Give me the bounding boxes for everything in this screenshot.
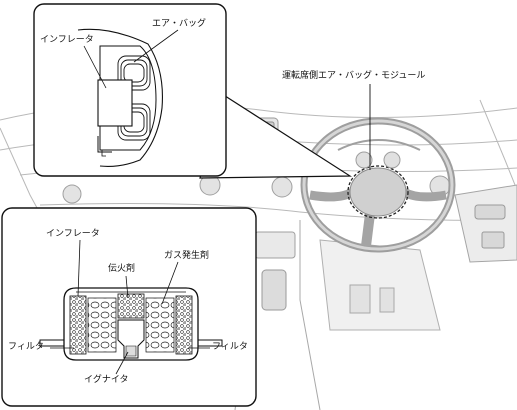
transfer-charge bbox=[117, 293, 145, 319]
leader-airbag-top bbox=[133, 29, 179, 63]
leader-transfer-charge bbox=[125, 275, 129, 299]
label-igniter: イグナイタ bbox=[84, 375, 129, 385]
bottom-detail-box bbox=[1, 207, 257, 407]
leader-igniter bbox=[115, 351, 129, 375]
label-gas-generant: ガス発生剤 bbox=[164, 251, 210, 261]
top-detail-box bbox=[33, 3, 353, 179]
label-inflator-top: インフレータ bbox=[40, 35, 94, 45]
igniter-body bbox=[117, 319, 145, 359]
leader-gas-generant bbox=[161, 261, 179, 305]
label-filter-right: フィルタ bbox=[212, 342, 248, 352]
gas-generant-right bbox=[145, 297, 175, 353]
filter-right bbox=[175, 295, 193, 355]
label-airbag-top: エア・バッグ bbox=[152, 19, 207, 29]
steering-wheel bbox=[300, 117, 456, 253]
gas-generant-left bbox=[87, 297, 117, 353]
leader-inflator-top bbox=[83, 45, 107, 89]
filter-left bbox=[69, 295, 87, 355]
label-driver-airbag-module: 運転席側エア・バッグ・モジュール bbox=[282, 71, 426, 81]
label-filter-left: フィルタ bbox=[8, 342, 44, 352]
label-inflator-bottom: インフレータ bbox=[46, 229, 100, 239]
leader-inflator-bottom bbox=[77, 239, 81, 297]
airbag-module-highlight bbox=[347, 165, 409, 219]
label-transfer-charge: 伝火剤 bbox=[108, 264, 136, 274]
